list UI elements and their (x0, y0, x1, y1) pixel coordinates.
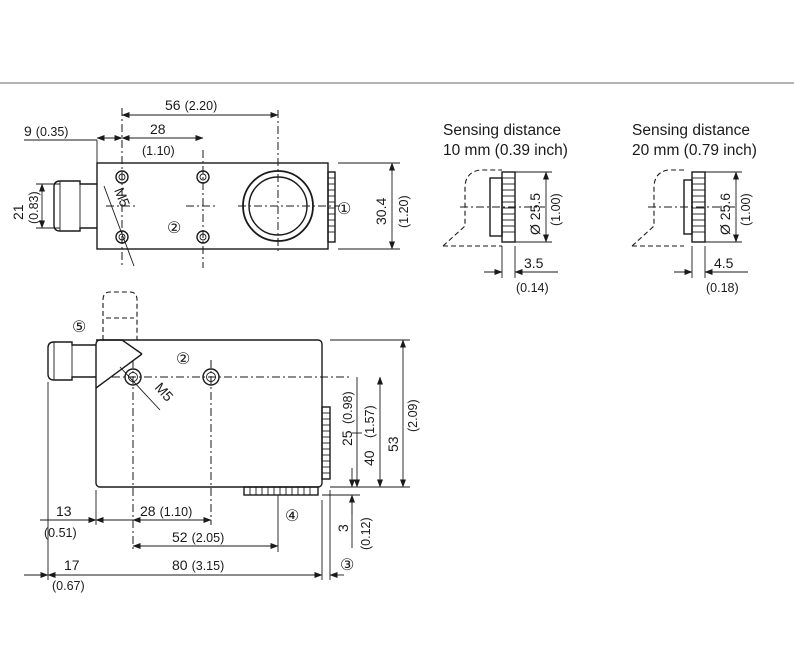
side-dim-3-in: (0.12) (359, 517, 373, 550)
sd1-d-in: (0.14) (516, 281, 549, 295)
side-dim-80: 80(3.15) (172, 557, 224, 573)
side-view-connector (47, 341, 96, 381)
top-dim-28: 28 (150, 121, 166, 137)
side-view-body (95, 339, 323, 488)
callout-1: ① (337, 201, 351, 218)
callout-2-top: ② (167, 220, 181, 237)
sensing-distance-10mm: Sensing distance 10 mm (0.39 inch) Ø 25.… (442, 122, 568, 295)
side-dim-13-in: (0.51) (44, 526, 77, 540)
side-thread-label: M5 (152, 379, 177, 404)
side-view: M5 ⑤ ② ④ ③ 53 (2.09) 40 (1.57) 25 (0.98)… (24, 291, 420, 593)
side-dim-28: 28(1.10) (140, 503, 192, 519)
callout-3: ③ (340, 557, 354, 574)
sd1-d: 3.5 (524, 255, 544, 271)
side-dim-25: 25 (339, 430, 355, 446)
side-dim-53: 53 (385, 436, 401, 452)
sd2-title: Sensing distance (632, 122, 750, 139)
sd1-value: 10 mm (0.39 inch) (443, 142, 568, 159)
top-view-lens-knurl (327, 171, 336, 243)
top-dim-28-in: (1.10) (142, 144, 175, 158)
callout-4: ④ (285, 508, 299, 525)
side-dim-13: 13 (56, 503, 72, 519)
sd1-dia-in: (1.00) (549, 193, 563, 226)
sd2-value: 20 mm (0.79 inch) (632, 142, 757, 159)
sd2-d-in: (0.18) (706, 281, 739, 295)
top-dim-21-in: (0.83) (27, 191, 41, 224)
top-dim-304: 30.4 (373, 198, 389, 225)
sensing-distance-20mm: Sensing distance 20 mm (0.79 inch) Ø 25.… (631, 122, 757, 295)
sd1-title: Sensing distance (443, 122, 561, 139)
top-dim-21: 21 (10, 204, 26, 220)
side-dim-17-in: (0.67) (52, 579, 85, 593)
top-view-mounting-holes (115, 170, 210, 244)
top-dim-304-in: (1.20) (397, 195, 411, 228)
sd2-dia-in: (1.00) (739, 193, 753, 226)
sd1-dia: Ø 25.5 (527, 193, 543, 235)
callout-2-side: ② (176, 351, 190, 368)
top-thread-label: M5 (111, 185, 133, 209)
side-dim-40-in: (1.57) (363, 405, 377, 438)
top-view-connector (53, 180, 97, 232)
sd2-d: 4.5 (714, 255, 734, 271)
top-dim-56: 56(2.20) (165, 97, 217, 113)
top-dim-9: 9(0.35) (24, 123, 68, 139)
side-dim-17: 17 (64, 557, 80, 573)
side-dim-52: 52(2.05) (172, 529, 224, 545)
side-dim-3: 3 (335, 524, 351, 532)
side-dim-25-in: (0.98) (341, 391, 355, 424)
sd2-dia: Ø 25.6 (717, 193, 733, 235)
side-dim-40: 40 (361, 450, 377, 466)
side-dim-53-in: (2.09) (406, 399, 420, 432)
top-view: M5 56(2.20) 9(0.35) 28 (1.10) 21 (0.83) … (10, 97, 411, 268)
callout-5: ⑤ (72, 319, 86, 336)
